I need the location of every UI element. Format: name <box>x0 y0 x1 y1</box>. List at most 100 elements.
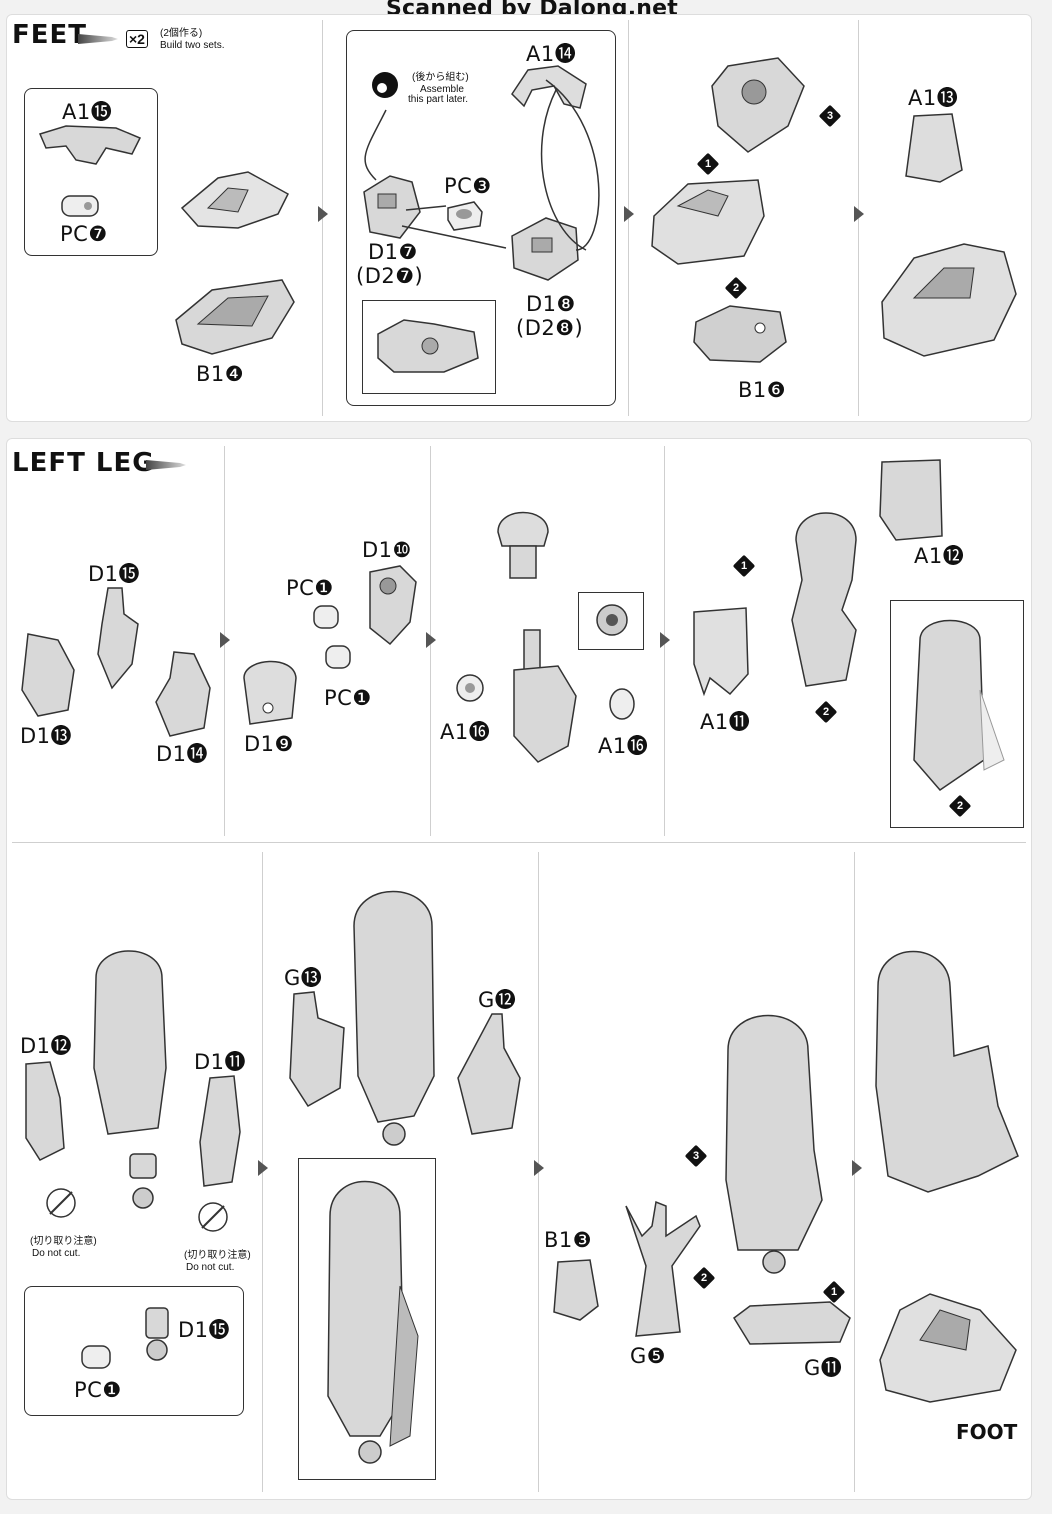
part-d1-10 <box>369 565 417 646</box>
label-d1-8: D1❽ <box>526 292 576 316</box>
part-pc1b <box>325 645 351 669</box>
part-g13 <box>289 991 345 1108</box>
feet-title-arrow <box>78 34 118 44</box>
left-leg-title-arrow <box>146 460 186 470</box>
part-lower-leg-detail <box>327 1180 419 1464</box>
part-d1-15b <box>145 1307 169 1361</box>
label-d2-7: (D2❼) <box>356 264 424 288</box>
left-leg-title: LEFT LEG <box>12 448 155 478</box>
part-a1-16a <box>456 674 484 702</box>
label-d1-9: D1❾ <box>244 732 294 756</box>
label-d1-12: D1⓬ <box>20 1034 73 1058</box>
part-d1-12 <box>25 1061 65 1161</box>
label-d1-15b: D1⓯ <box>178 1318 231 1342</box>
part-d1-15 <box>97 587 139 690</box>
step-1-icon: 1 <box>732 554 756 578</box>
part-joint-ball <box>129 1153 157 1209</box>
part-d1-8 <box>511 217 579 281</box>
feet-title: FEET <box>12 20 88 50</box>
label-d1-11: D1⓫ <box>194 1050 247 1074</box>
part-d1-11 <box>199 1075 241 1187</box>
cut-jp-2: (切り取り注意) <box>184 1250 251 1261</box>
flow-arrow <box>220 632 230 648</box>
part-a1-13 <box>905 113 963 183</box>
feet-connector-lines <box>364 79 600 251</box>
label-d1-14: D1⓮ <box>156 742 209 766</box>
step-2-icon: 2 <box>948 794 972 818</box>
part-a1-16b <box>609 688 635 720</box>
label-foot: FOOT <box>956 1420 1018 1444</box>
label-a1-15: A1⓯ <box>62 100 113 124</box>
label-b1-3: B1❸ <box>544 1228 593 1252</box>
part-d1-7 <box>363 175 421 239</box>
cut-jp-1: (切り取り注意) <box>30 1236 97 1247</box>
label-g5: G❺ <box>630 1344 667 1368</box>
label-g13: G⓭ <box>284 966 323 990</box>
part-d1-9 <box>243 660 297 725</box>
cut-en-1: Do not cut. <box>32 1248 81 1259</box>
label-d1-7: D1❼ <box>368 240 418 264</box>
flow-arrow <box>660 632 670 648</box>
part-pc1c <box>81 1345 111 1369</box>
part-d1-14 <box>155 651 211 737</box>
flow-arrow <box>624 206 634 222</box>
label-pc3: PC❸ <box>444 174 492 198</box>
label-a1-16b: A1⓰ <box>598 734 649 758</box>
part-g11 <box>733 1301 851 1345</box>
part-foot <box>879 1293 1017 1403</box>
part-feet-assembly-1 <box>180 171 289 229</box>
label-pc1a: PC❶ <box>286 576 334 600</box>
multiplier-jp: (2個作る) <box>160 28 203 39</box>
cut-en-2: Do not cut. <box>186 1262 235 1273</box>
step-2-icon: 2 <box>724 276 748 300</box>
label-a1-11: A1⓫ <box>700 710 751 734</box>
part-pc7 <box>61 195 99 217</box>
part-b1-3 <box>553 1259 599 1321</box>
note-en-1: Assemble <box>420 84 464 95</box>
part-feet-shell <box>651 179 765 265</box>
part-pc1a <box>313 605 339 629</box>
a1-15-callout <box>24 88 158 256</box>
part-a1-15 <box>38 125 142 165</box>
label-b1-4: B1❹ <box>196 362 245 386</box>
part-lower-leg <box>93 950 167 1135</box>
do-not-cut-icon <box>46 1188 76 1218</box>
part-knee-joint <box>513 629 577 763</box>
step-1-icon: 1 <box>696 152 720 176</box>
part-d1-13 <box>21 633 75 717</box>
flow-arrow <box>854 206 864 222</box>
part-lower-leg-3 <box>725 1014 823 1274</box>
part-a1-11 <box>693 607 749 697</box>
do-not-cut-icon <box>198 1202 228 1232</box>
part-feet-complete <box>881 243 1017 357</box>
label-d1-13: D1⓭ <box>20 724 73 748</box>
step-1-icon: 1 <box>822 1280 846 1304</box>
part-b1-4 <box>175 279 295 355</box>
label-pc1c: PC❶ <box>74 1378 122 1402</box>
part-feet-upper <box>711 57 805 153</box>
part-g12 <box>457 1013 521 1135</box>
label-d2-8: (D2❽) <box>516 316 584 340</box>
flow-arrow <box>258 1160 268 1176</box>
label-pc7: PC❼ <box>60 222 108 246</box>
flow-arrow <box>426 632 436 648</box>
part-a1-12 <box>879 459 943 541</box>
part-thigh <box>791 512 857 687</box>
step-2-icon: 2 <box>692 1266 716 1290</box>
part-thigh-detail <box>913 619 1005 791</box>
part-g5 <box>625 1200 701 1337</box>
part-b1-6 <box>693 305 787 363</box>
note-icon <box>372 72 398 98</box>
flow-arrow <box>534 1160 544 1176</box>
part-lower-leg-2 <box>353 890 435 1146</box>
label-b1-6: B1❻ <box>738 378 787 402</box>
note-en-2: this part later. <box>408 94 469 105</box>
multiplier-en: Build two sets. <box>160 40 225 51</box>
flow-arrow <box>318 206 328 222</box>
step-3-icon: 3 <box>818 104 842 128</box>
step-2-icon: 2 <box>814 700 838 724</box>
part-pc3 <box>447 201 483 231</box>
label-g12: G⓬ <box>478 988 517 1012</box>
part-feet-inset <box>377 319 479 373</box>
multiplier-badge: ×2 <box>126 30 148 48</box>
